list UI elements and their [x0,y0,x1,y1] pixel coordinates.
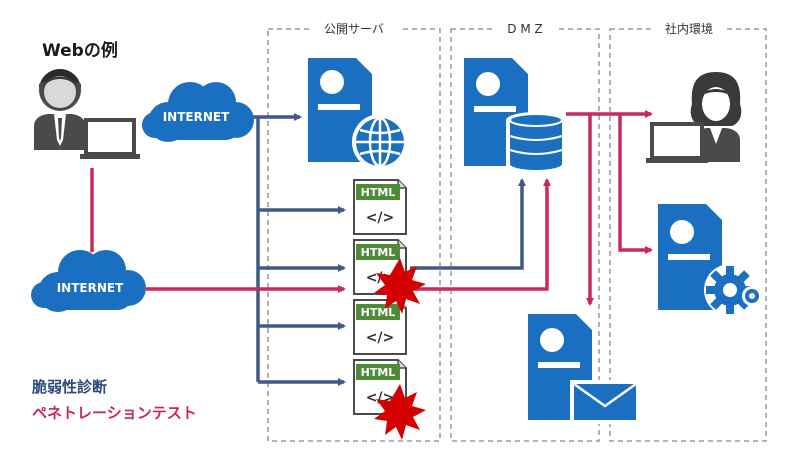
html-file-1-code: </> [366,210,395,226]
html-file-1-label: HTML [361,186,396,199]
globe-icon [352,114,408,170]
user-laptop-icon [34,69,140,159]
cloud-top-label: INTERNET [163,110,230,124]
vuln-scan-connectors [250,113,526,386]
burst-icon [374,258,426,314]
html-file-2-label: HTML [361,246,396,259]
zone-public-label: 公開サーバ [324,22,384,36]
database-icon [506,112,566,170]
pen-test-connectors [90,110,653,306]
database-server-icon [464,58,566,170]
zone-internal-box [609,28,767,442]
html-file-1: HTML </> [353,179,407,235]
cloud-top-icon: INTERNET [142,82,254,142]
legend-pen-test: ペネトレーションテスト [32,404,197,422]
cloud-bottom-label: INTERNET [57,281,124,295]
mail-server-icon [528,314,640,424]
page-title: Webの例 [42,41,118,61]
employee-laptop-icon [646,72,742,163]
html-file-3-code: </> [366,330,395,346]
html-file-3: HTML </> [353,299,407,355]
html-file-3-label: HTML [361,306,396,319]
legend-vuln-scan: 脆弱性診断 [32,378,108,396]
gear-icon [704,264,762,316]
cloud-bottom-icon: INTERNET [31,250,146,312]
html-file-4-label: HTML [361,366,396,379]
settings-server-icon [658,204,762,316]
envelope-icon [570,380,640,424]
zone-internal-label: 社内環境 [665,21,713,36]
zone-dmz-label: D M Z [507,22,542,36]
burst-icon [374,384,426,440]
web-server-icon [308,58,408,170]
